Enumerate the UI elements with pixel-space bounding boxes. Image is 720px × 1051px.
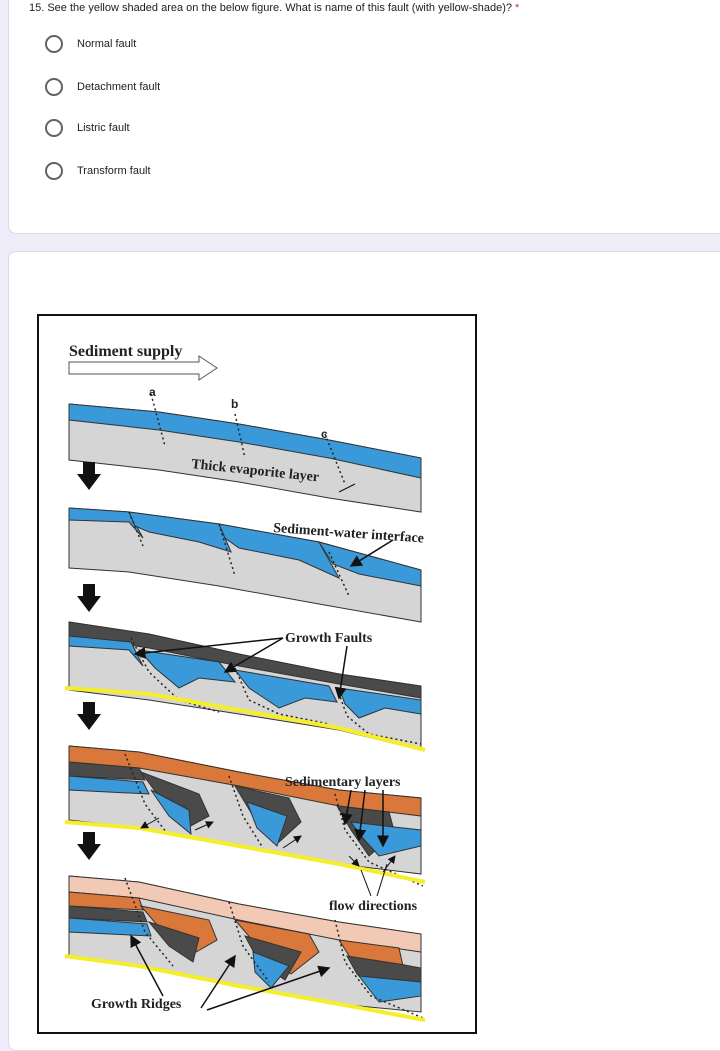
option-transform-fault[interactable]: Transform fault [45,159,151,183]
stage-2: Sediment-water interface [68,507,424,623]
radio-button[interactable] [45,78,63,96]
flow-directions-label: flow directions [329,899,418,914]
question-text: 15. See the yellow shaded area on the be… [29,2,513,14]
question-title: 15. See the yellow shaded area on the be… [29,2,519,14]
option-normal-fault[interactable]: Normal fault [45,32,136,56]
growth-faults-label: Growth Faults [285,631,373,646]
option-detachment-fault[interactable]: Detachment fault [45,75,160,99]
label-a: a [149,385,156,399]
sediment-supply-arrow [68,355,218,381]
required-asterisk: * [515,2,520,14]
fault-diagram-figure: Sediment supply a b c Thick evaporite la… [37,314,477,1034]
down-arrow-icon [77,832,101,860]
option-label: Transform fault [77,165,151,177]
option-label: Normal fault [77,38,137,50]
label-b: b [231,397,238,411]
yellow-shaded-fault [64,954,426,1022]
sedimentary-layers-label: Sedimentary layers [285,775,401,790]
option-label: Detachment fault [77,81,161,93]
down-arrow-icon [77,702,101,730]
sediment-supply-label: Sediment supply [69,343,182,360]
radio-button[interactable] [45,162,63,180]
down-arrow-icon [77,462,101,490]
yellow-shaded-fault [64,686,426,752]
fault-diagram-svg: Sediment supply a b c Thick evaporite la… [64,343,426,1022]
label-c: c [321,427,328,441]
radio-button[interactable] [45,119,63,137]
stage-4: Sedimentary layers [64,745,426,887]
question-card: 15. See the yellow shaded area on the be… [8,0,720,234]
option-label: Listric fault [77,122,130,134]
down-arrow-icon [77,584,101,612]
stage-3: Growth Faults [64,621,426,752]
radio-button[interactable] [45,35,63,53]
option-listric-fault[interactable]: Listric fault [45,116,130,140]
growth-ridges-label: Growth Ridges [91,997,182,1012]
yellow-shaded-fault [64,820,426,884]
stage-5: Growth Ridges [64,875,426,1022]
stage-1: a b c Thick evaporite layer [68,385,422,513]
